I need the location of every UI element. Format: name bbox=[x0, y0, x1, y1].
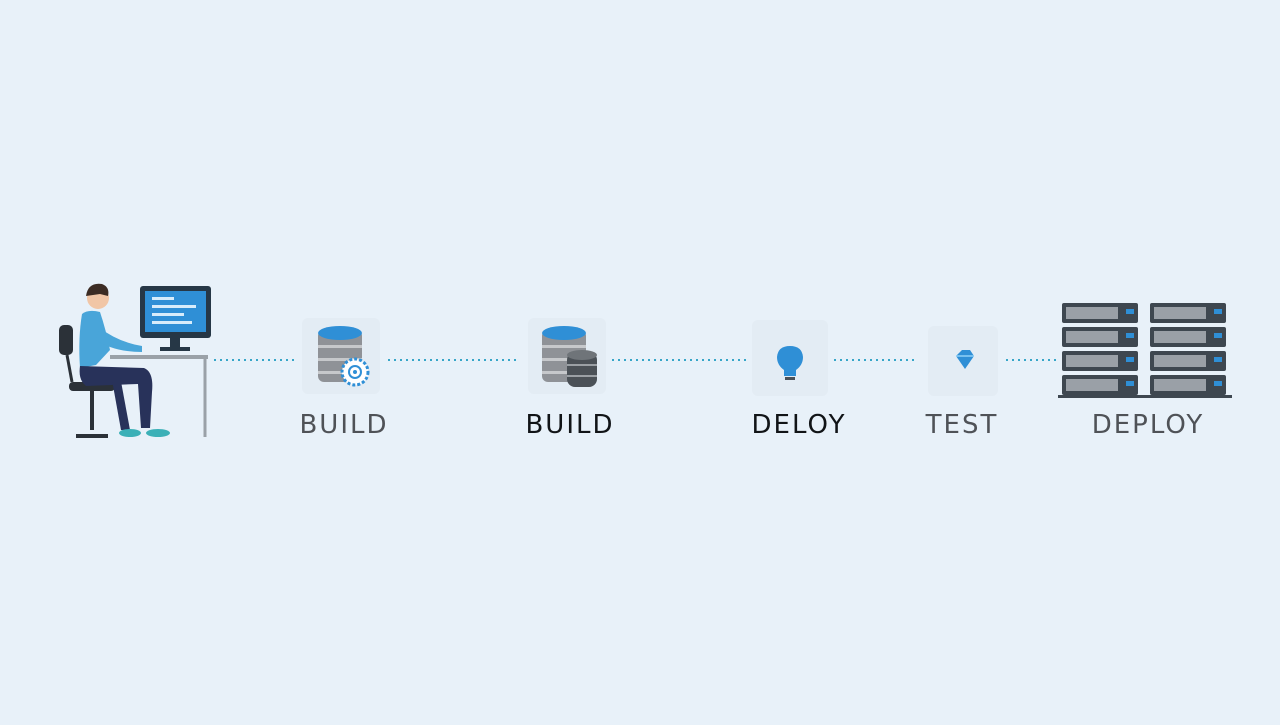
server-rack-left bbox=[1062, 303, 1138, 395]
stage-label-deloy: DELOY bbox=[751, 410, 847, 440]
stage-label-test: TEST bbox=[925, 410, 999, 440]
gem-icon bbox=[928, 326, 998, 396]
database-gear-icon bbox=[302, 318, 380, 394]
person-torso bbox=[79, 310, 110, 368]
server-rack-icon bbox=[1058, 303, 1232, 398]
stage-label-build: BUILD bbox=[299, 410, 389, 440]
stage-label-build-2: BUILD bbox=[525, 410, 615, 440]
server-rack-right bbox=[1150, 303, 1226, 395]
database-stack-icon bbox=[528, 318, 606, 394]
developer-illustration bbox=[59, 283, 211, 438]
stage-label-deploy: DEPLOY bbox=[1091, 410, 1205, 440]
lightbulb-icon bbox=[752, 320, 828, 396]
